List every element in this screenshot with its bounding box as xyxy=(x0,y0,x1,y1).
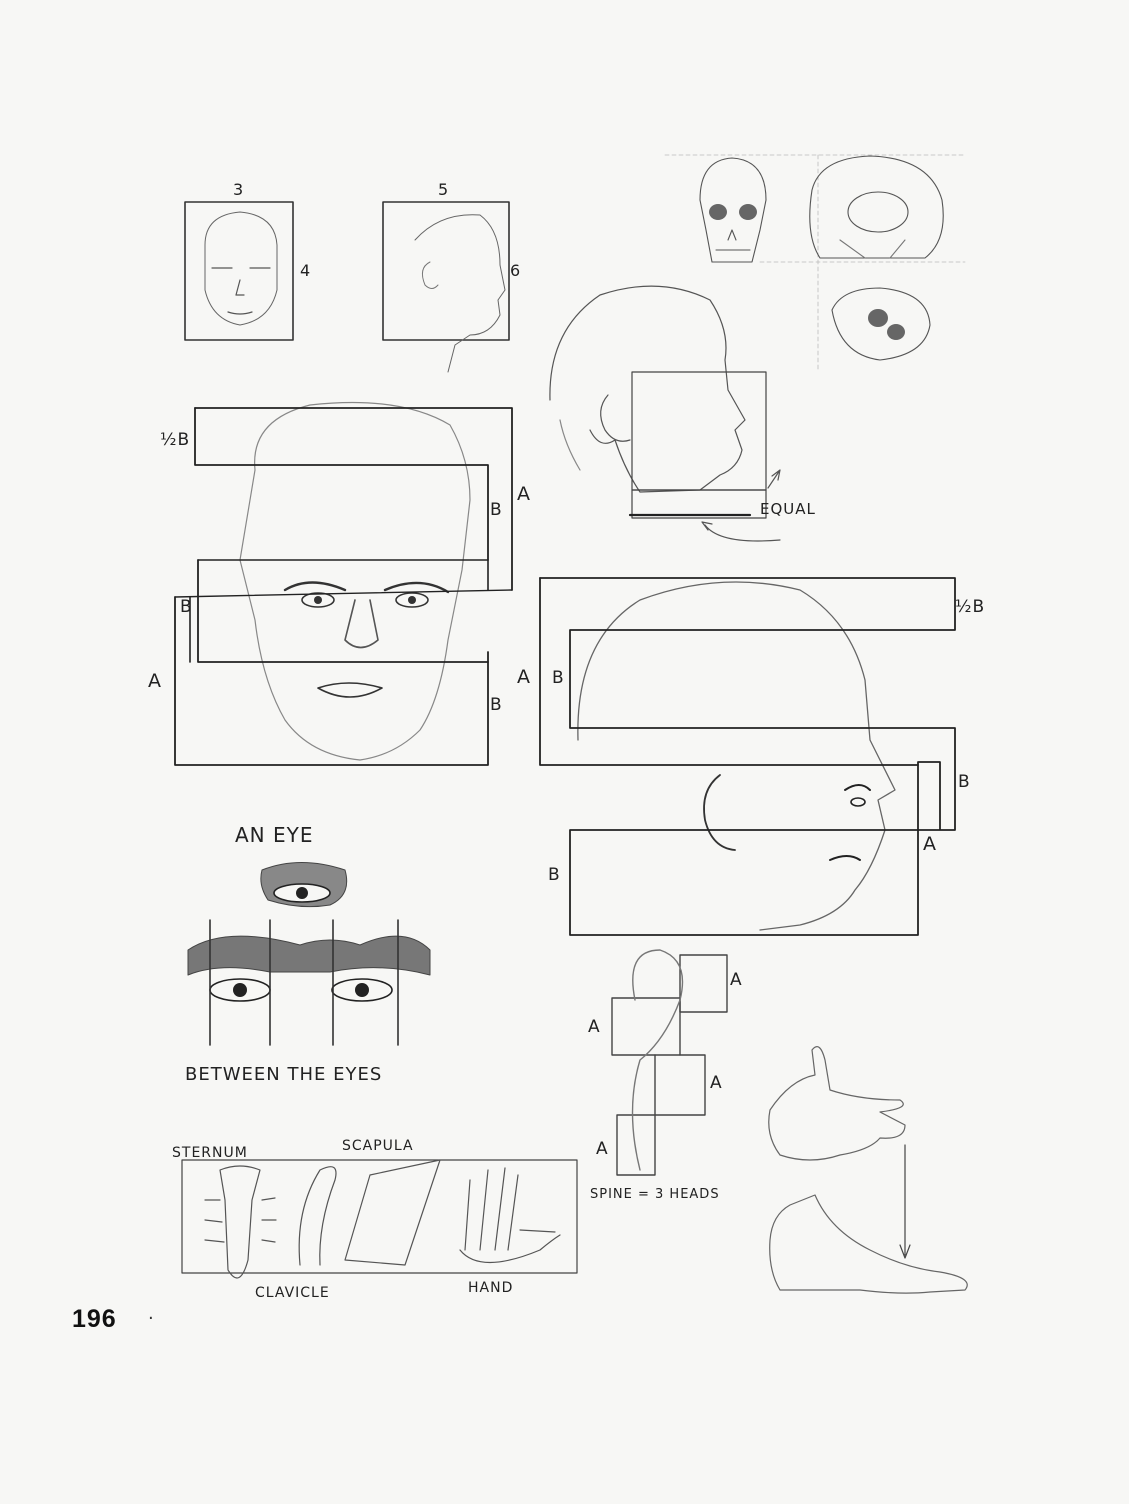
hand-and-foot-sketch xyxy=(768,1046,968,1294)
label-b-front-upper: B xyxy=(490,500,503,520)
label-a-front-upper: A xyxy=(517,483,531,505)
page-number: 196 xyxy=(72,1305,117,1333)
page-number-dot: · xyxy=(148,1308,154,1329)
label-b-profile-lower: B xyxy=(548,865,561,885)
diagram-labels: 3 4 5 6 ½B B A B A B EQUAL ½B A B B A B … xyxy=(148,180,985,1301)
eye-study xyxy=(187,862,431,1046)
label-equal: EQUAL xyxy=(760,500,816,518)
label-sternum: STERNUM xyxy=(172,1145,248,1161)
label-scapula: SCAPULA xyxy=(342,1138,414,1154)
label-half-b-front: ½B xyxy=(160,430,190,450)
label-a-spine-3: A xyxy=(710,1073,723,1093)
label-clavicle: CLAVICLE xyxy=(255,1285,330,1301)
label-b-profile-right: B xyxy=(958,772,971,792)
label-a-front-lower: A xyxy=(148,670,162,692)
label-between-the-eyes: BETWEEN THE EYES xyxy=(185,1064,382,1085)
label-a-profile-upper: A xyxy=(517,666,531,688)
skull-sketches xyxy=(664,154,966,371)
label-spine-3-heads: SPINE = 3 HEADS xyxy=(590,1187,720,1202)
label-an-eye: AN EYE xyxy=(235,823,314,847)
label-side-height: 6 xyxy=(510,261,521,280)
front-face-proportion-box xyxy=(184,201,294,341)
label-b-front-lower: B xyxy=(490,695,503,715)
label-a-spine-4: A xyxy=(596,1139,609,1159)
label-b-front-middle: B xyxy=(180,597,193,617)
profile-measure-diagram xyxy=(539,577,956,936)
bones-strip xyxy=(181,1159,578,1279)
front-face-measure-diagram xyxy=(174,401,513,766)
label-hand: HAND xyxy=(468,1280,513,1296)
label-a-spine-1: A xyxy=(730,970,743,990)
label-b-profile-upper: B xyxy=(552,668,565,688)
label-front-width: 3 xyxy=(233,180,244,199)
profile-head-sketch xyxy=(549,285,781,542)
label-a-profile-lower: A xyxy=(923,833,937,855)
label-front-height: 4 xyxy=(300,261,311,280)
label-half-b-profile: ½B xyxy=(955,597,985,617)
side-face-proportion-box xyxy=(382,201,510,373)
label-a-spine-2: A xyxy=(588,1017,601,1037)
spine-diagram xyxy=(611,949,728,1176)
label-side-width: 5 xyxy=(438,180,449,199)
